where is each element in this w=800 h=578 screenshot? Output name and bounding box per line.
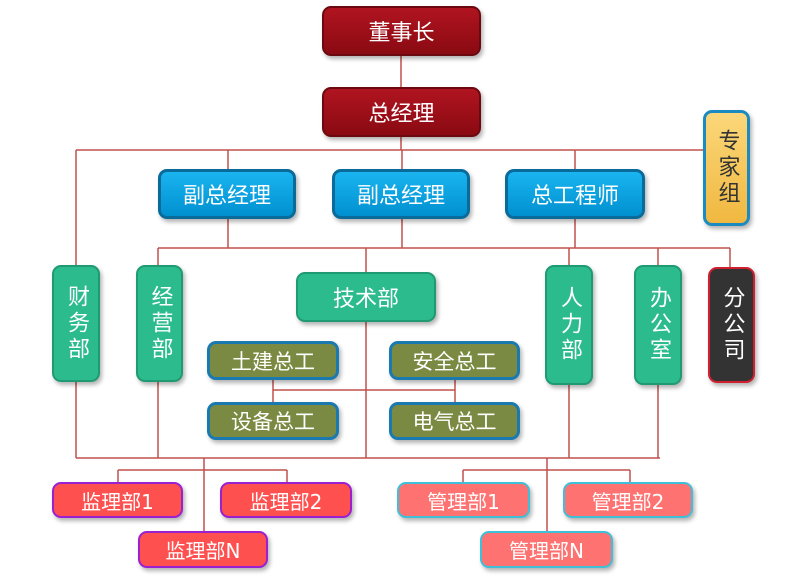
management-dept-n: 管理部N bbox=[480, 531, 613, 568]
chairman-box: 董事长 bbox=[322, 6, 481, 56]
office-box: 办公室 bbox=[634, 265, 682, 385]
business-dept-box: 经营部 bbox=[136, 265, 183, 382]
general-manager-box: 总经理 bbox=[322, 87, 481, 137]
management-dept-2: 管理部2 bbox=[563, 482, 693, 518]
chief-engineer-box: 总工程师 bbox=[505, 169, 645, 219]
deputy-gm-box-1: 副总经理 bbox=[158, 169, 296, 219]
hr-dept-box: 人力部 bbox=[545, 265, 593, 385]
equipment-chief-box: 设备总工 bbox=[207, 402, 339, 440]
supervision-dept-n: 监理部N bbox=[138, 531, 268, 568]
supervision-dept-1: 监理部1 bbox=[52, 482, 183, 518]
deputy-gm-box-2: 副总经理 bbox=[332, 169, 470, 219]
civil-chief-box: 土建总工 bbox=[207, 341, 339, 380]
branch-box: 分公司 bbox=[708, 267, 755, 383]
supervision-dept-2: 监理部2 bbox=[220, 482, 352, 518]
electrical-chief-box: 电气总工 bbox=[389, 402, 520, 440]
safety-chief-box: 安全总工 bbox=[389, 341, 520, 380]
tech-dept-box: 技术部 bbox=[296, 272, 436, 322]
management-dept-1: 管理部1 bbox=[397, 482, 530, 518]
finance-dept-box: 财务部 bbox=[52, 265, 100, 382]
expert-group-box: 专家组 bbox=[703, 110, 750, 226]
